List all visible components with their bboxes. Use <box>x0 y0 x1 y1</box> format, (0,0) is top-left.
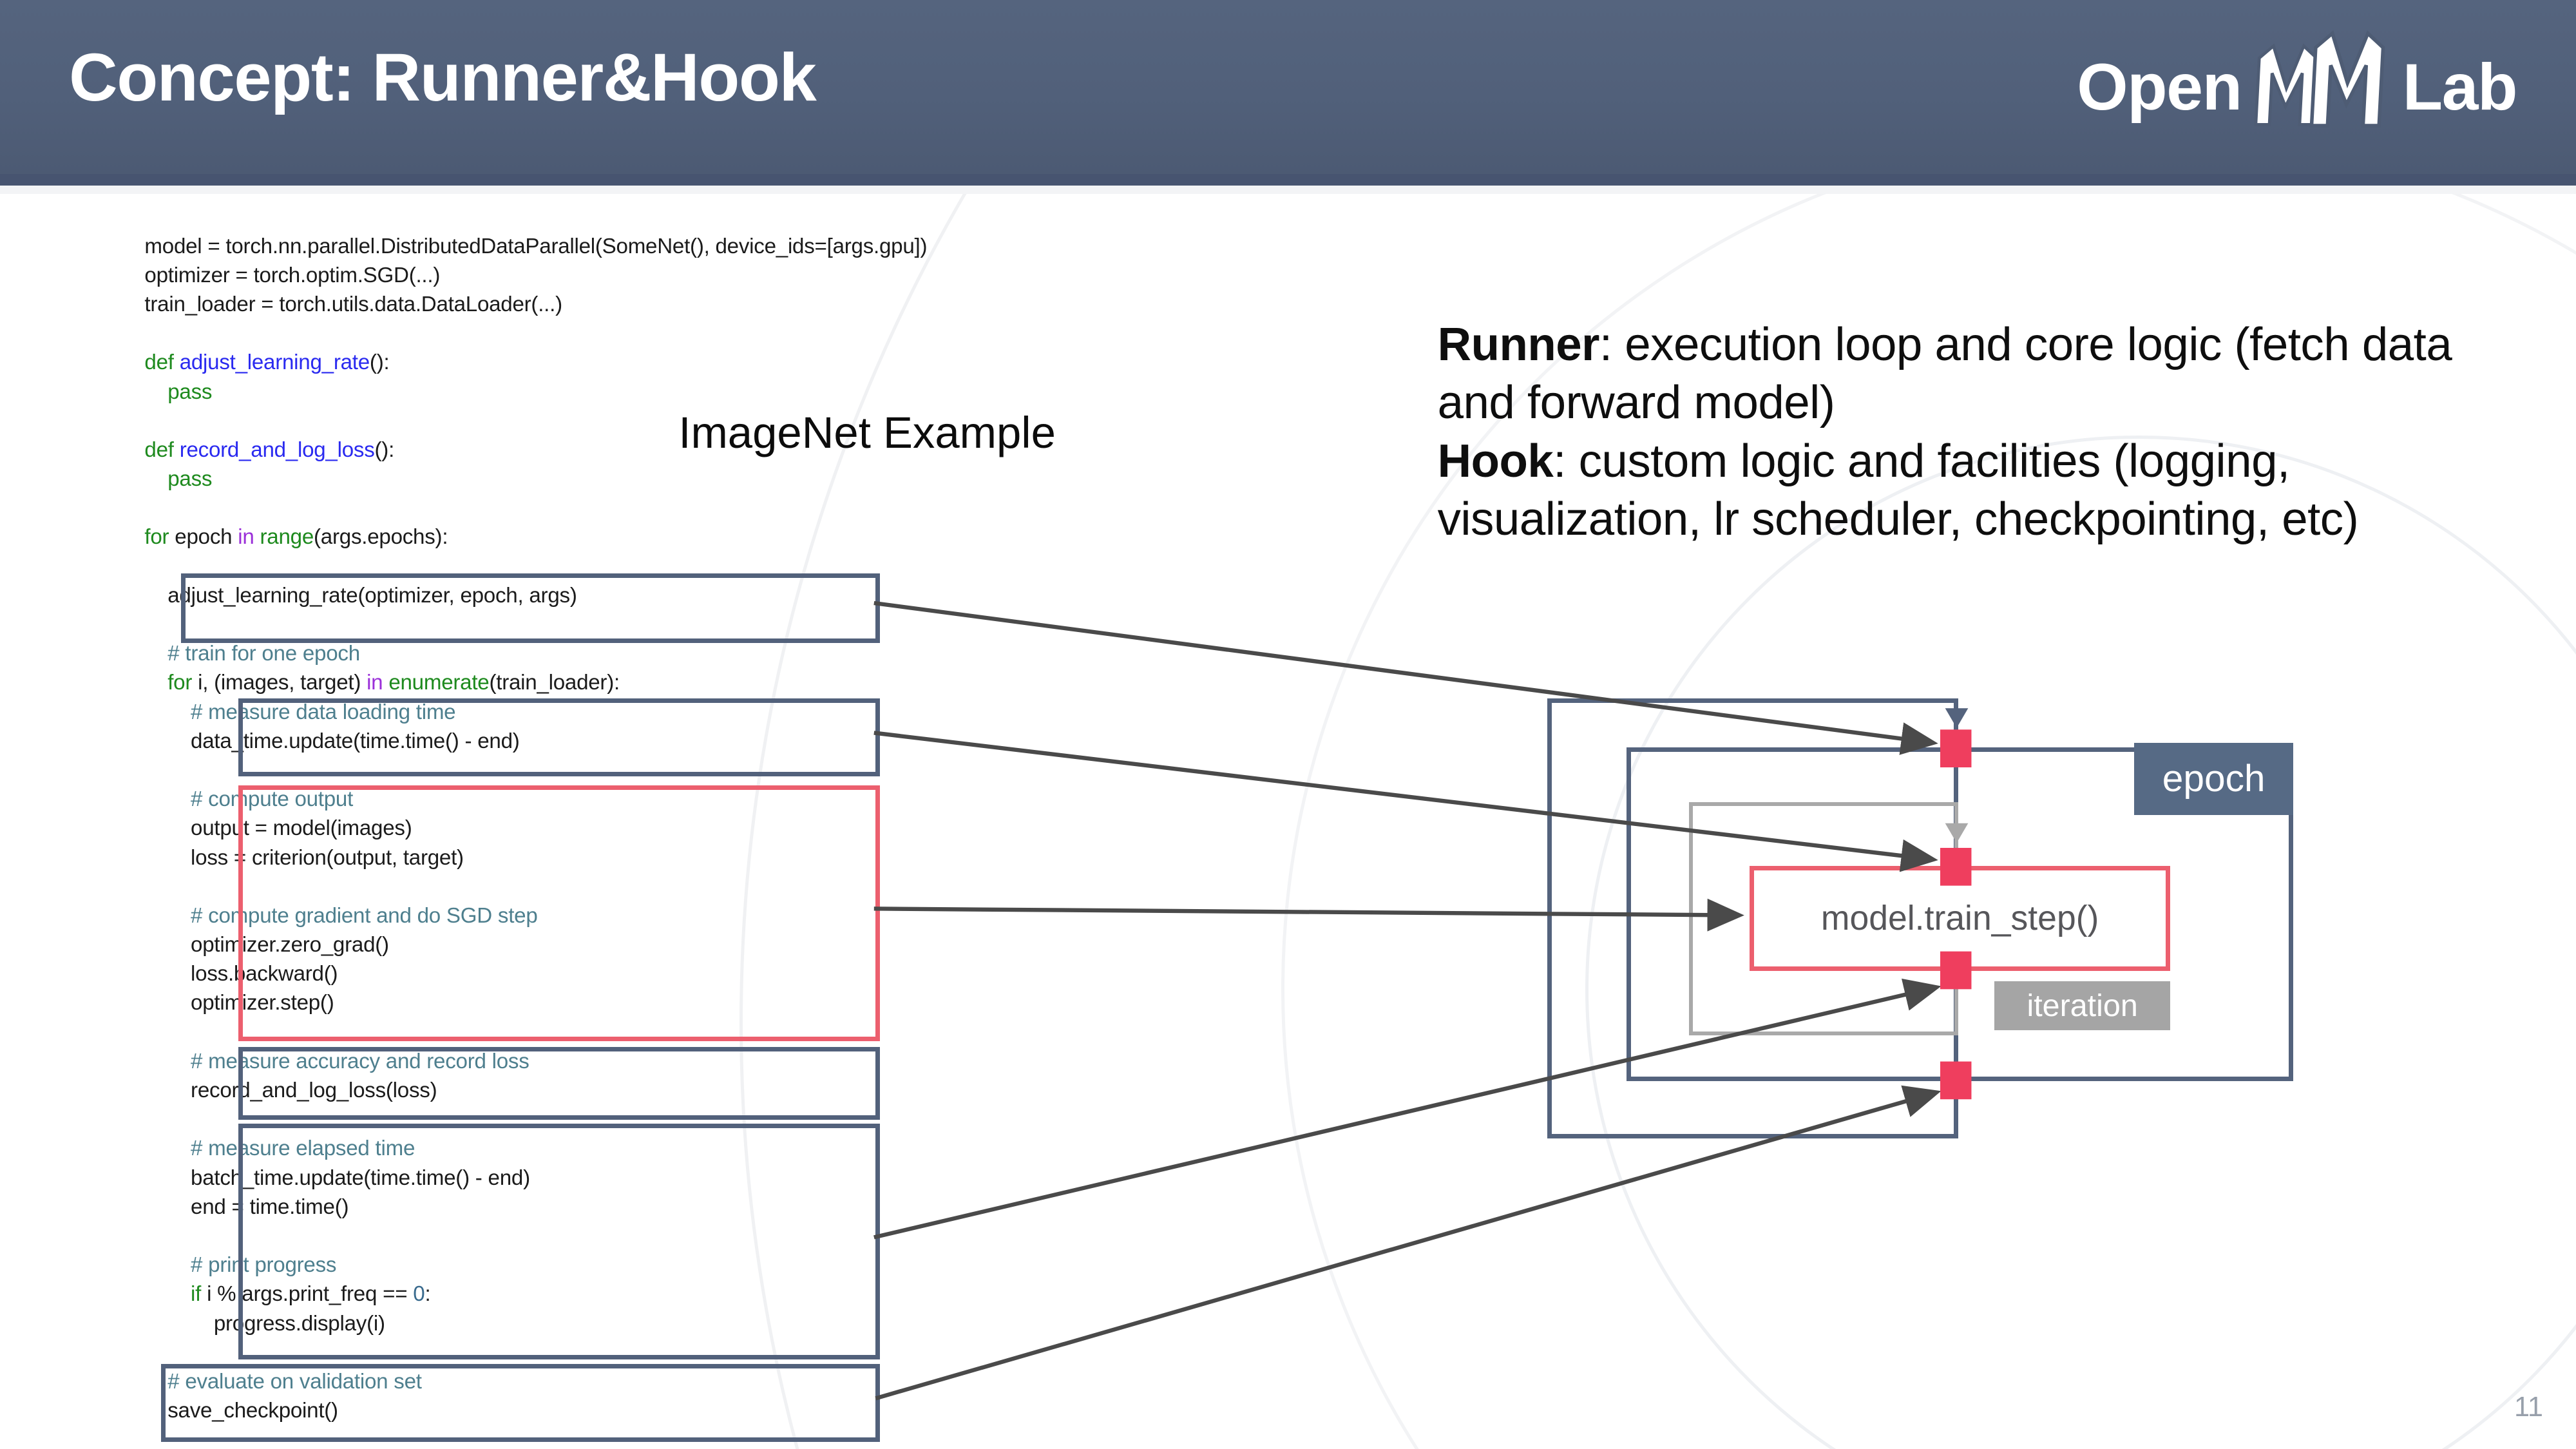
code-line: # measure accuracy and record loss <box>144 1049 530 1073</box>
code-listing: model = torch.nn.parallel.DistributedDat… <box>144 232 927 1426</box>
code-line: def adjust_learning_rate(): <box>144 350 390 375</box>
code-line: for i, (images, target) in enumerate(tra… <box>144 671 620 695</box>
description-item: Runner: execution loop and core logic (f… <box>1437 318 2452 429</box>
code-line: optimizer.step() <box>144 991 334 1015</box>
header-divider <box>0 174 2576 186</box>
code-box-save-checkpoint <box>160 1363 880 1442</box>
code-line: end = time.time() <box>144 1195 349 1219</box>
code-line <box>144 494 927 523</box>
code-line: optimizer.zero_grad() <box>144 933 389 957</box>
code-line: if i % args.print_freq == 0: <box>144 1282 431 1307</box>
code-box-adjust-learning-rate <box>180 573 880 644</box>
train-step-box: model.train_step() <box>1750 866 2171 972</box>
header-bar: Concept: Runner&Hook Open Lab <box>0 0 2576 175</box>
epoch-label: epoch <box>2133 742 2294 815</box>
openmmlab-logo: Open Lab <box>2077 30 2518 138</box>
code-line: model = torch.nn.parallel.DistributedDat… <box>144 234 928 258</box>
code-line: # evaluate on validation set <box>144 1369 422 1394</box>
code-box-train-step <box>238 785 880 1041</box>
code-line: optimizer = torch.optim.SGD(...) <box>144 263 441 287</box>
code-line: train_loader = torch.utils.data.DataLoad… <box>144 292 562 316</box>
code-line <box>144 319 927 348</box>
code-line: pass <box>144 379 213 404</box>
code-line: pass <box>144 467 213 492</box>
code-line: # train for one epoch <box>144 642 360 666</box>
header-divider-light <box>0 186 2576 194</box>
code-line: loss = criterion(output, target) <box>144 845 464 870</box>
code-line: data_time.update(time.time() - end) <box>144 729 520 753</box>
code-line: loss.backward() <box>144 962 338 986</box>
code-box-data-time <box>238 698 880 777</box>
code-box-record-loss <box>238 1046 880 1120</box>
code-line: # compute output <box>144 787 354 812</box>
runner-hook-description: Runner: execution loop and core logic (f… <box>1438 316 2503 549</box>
code-line: # measure data loading time <box>144 700 456 724</box>
mm-logo-icon <box>2254 30 2385 128</box>
code-line: # measure elapsed time <box>144 1137 415 1161</box>
code-line: def record_and_log_loss(): <box>144 437 395 462</box>
code-line: # compute gradient and do SGD step <box>144 903 538 928</box>
page-number: 11 <box>2514 1391 2544 1423</box>
page-title: Concept: Runner&Hook <box>69 40 817 116</box>
iteration-label: iteration <box>1994 981 2171 1031</box>
code-box-batch-time <box>238 1124 880 1360</box>
code-line: adjust_learning_rate(optimizer, epoch, a… <box>144 583 577 608</box>
caption-imagenet-example: ImageNet Example <box>678 408 1056 458</box>
code-line: record_and_log_loss(loss) <box>144 1079 437 1103</box>
logo-open-text: Open <box>2077 50 2242 124</box>
description-item: Hook: custom logic and facilities (loggi… <box>1437 434 2359 546</box>
code-line: save_checkpoint() <box>144 1399 338 1423</box>
logo-lab-text: Lab <box>2402 50 2518 124</box>
code-line: batch_time.update(time.time() - end) <box>144 1166 530 1190</box>
code-line: output = model(images) <box>144 816 412 841</box>
code-line: for epoch in range(args.epochs): <box>144 525 448 550</box>
